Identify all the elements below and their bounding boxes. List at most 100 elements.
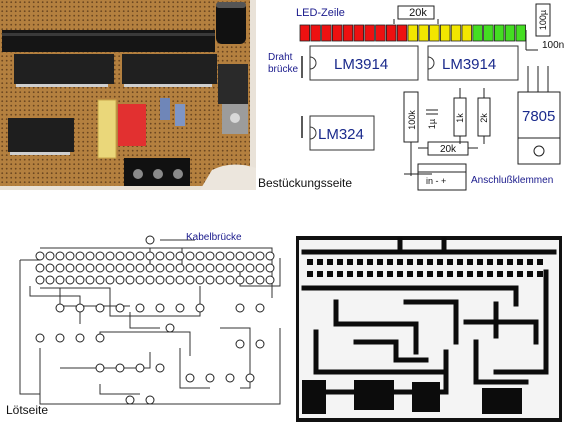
solder-pad (155, 251, 165, 261)
solder-pad (215, 251, 225, 261)
solder-pad (135, 263, 145, 273)
led-segment (385, 24, 397, 42)
solder-pad (255, 339, 265, 349)
solder-pad (215, 263, 225, 273)
solder-pad (175, 303, 185, 313)
regulator-label: 7805 (522, 108, 555, 125)
pcb-pad (457, 259, 463, 265)
solder-pad (255, 275, 265, 285)
solder-pad (135, 303, 145, 313)
led-bar-label: LED-Zeile (296, 7, 345, 19)
solder-pad (95, 275, 105, 285)
pcb-pad (407, 271, 413, 277)
solder-pad (195, 251, 205, 261)
solder-pad (155, 363, 165, 373)
solder-pad (185, 263, 195, 273)
solder-pad (235, 339, 245, 349)
solder-pad (115, 251, 125, 261)
pcb-pad (497, 271, 503, 277)
pcb-pad (477, 271, 483, 277)
solder-pad (55, 275, 65, 285)
solder-pad (175, 275, 185, 285)
pcb-pad (397, 271, 403, 277)
pcb-pad (317, 259, 323, 265)
solder-pad (265, 275, 275, 285)
solder-pad (125, 275, 135, 285)
solder-pad (75, 275, 85, 285)
pcb-pad (407, 259, 413, 265)
solder-pad (35, 251, 45, 261)
solder-pad (145, 251, 155, 261)
cap-100u-label: 100µ (538, 10, 548, 30)
solder-pad (235, 263, 245, 273)
pcb-pad (417, 271, 423, 277)
solder-pad (125, 395, 135, 405)
r1-label: 1k (455, 113, 465, 123)
solder-pad (175, 263, 185, 273)
solder-pad (135, 275, 145, 285)
solder-side-drawing: Lötseite (6, 235, 281, 417)
led-segment (439, 24, 451, 42)
solder-pad (95, 263, 105, 273)
solder-pad (165, 251, 175, 261)
solder-pad (155, 275, 165, 285)
pcb-pad (517, 271, 523, 277)
solder-pad (255, 251, 265, 261)
board-photo-image (0, 0, 256, 190)
solder-pad (75, 333, 85, 343)
solder-pad (55, 333, 65, 343)
terminals-label: Anschlußklemmen (471, 175, 554, 186)
pcb-pad (507, 271, 513, 277)
ic1-label: LM3914 (334, 56, 388, 73)
pcb-pad (337, 259, 343, 265)
solder-pad (165, 275, 175, 285)
solder-pad (115, 363, 125, 373)
solder-pad (45, 251, 55, 261)
pcb-pad (357, 259, 363, 265)
solder-pad (225, 251, 235, 261)
pcb-pad (467, 259, 473, 265)
ic2-box (427, 45, 519, 81)
solder-pad (265, 263, 275, 273)
led-segment (515, 24, 527, 42)
solder-pad (85, 263, 95, 273)
cap-100n-label: 100n (542, 40, 565, 51)
led-segment (375, 24, 386, 42)
pcb-pad (367, 259, 373, 265)
led-segment (364, 24, 375, 42)
led-segment (429, 24, 440, 42)
solder-pad (65, 275, 75, 285)
capacitor-100u (535, 3, 551, 37)
solder-pad (75, 263, 85, 273)
wire-bridge-label-2: brücke (268, 64, 299, 75)
pcb-pad (387, 271, 393, 277)
assembly-side-title: Bestückungsseite (258, 176, 353, 190)
led-segment (321, 24, 332, 42)
pcb-pad (337, 271, 343, 277)
pcb-pad (417, 259, 423, 265)
solder-pad (245, 263, 255, 273)
led-segment (310, 24, 321, 42)
solder-pad (195, 275, 205, 285)
solder-pads (35, 235, 275, 405)
led-segment (504, 24, 516, 42)
pcb-pad (307, 259, 313, 265)
solder-pad (225, 275, 235, 285)
solder-pad (65, 251, 75, 261)
r2-label: 2k (479, 113, 489, 123)
pcb-pad (437, 271, 443, 277)
led-segment (483, 24, 494, 42)
solder-pad (205, 373, 215, 383)
solder-pad (45, 275, 55, 285)
solder-pad (35, 275, 45, 285)
solder-pad (145, 395, 155, 405)
cap-small-label: 1µ (427, 119, 437, 129)
led-segment (461, 24, 473, 42)
led-segment (396, 24, 408, 42)
pcb-pad (447, 271, 453, 277)
pcb-pad (307, 271, 313, 277)
solder-pad (95, 363, 105, 373)
solder-side-title: Lötseite (6, 403, 48, 417)
led-segment (342, 24, 354, 42)
solder-pad (235, 251, 245, 261)
